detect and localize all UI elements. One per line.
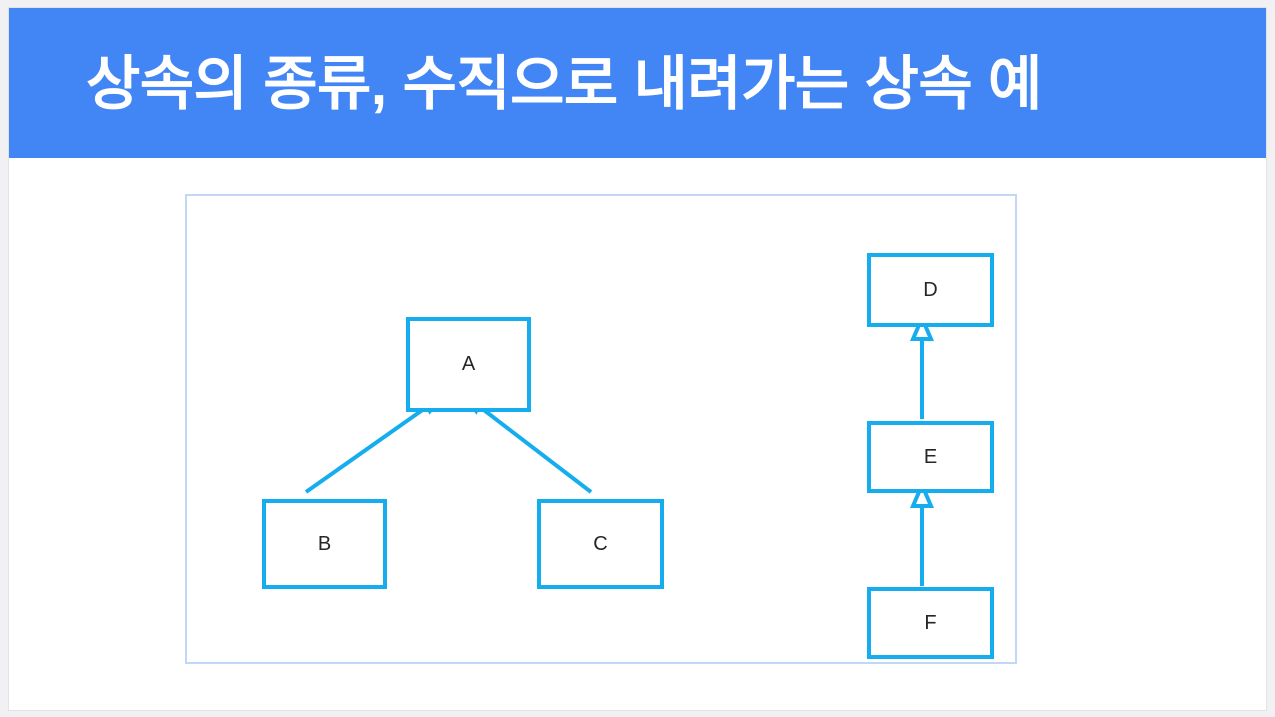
diagram-node-b-label: B xyxy=(317,532,332,555)
diagram-node-f[interactable]: F xyxy=(867,587,994,659)
diagram-node-b[interactable]: B xyxy=(262,499,387,589)
diagram-node-e-label: E xyxy=(923,445,938,468)
diagram-node-c-label: C xyxy=(593,532,608,555)
diagram-node-f-label: F xyxy=(924,611,937,634)
diagram-node-e[interactable]: E xyxy=(867,421,994,493)
diagram-node-d-label: D xyxy=(923,278,938,301)
diagram-node-a[interactable]: A xyxy=(406,317,531,412)
diagram-node-d[interactable]: D xyxy=(867,253,994,327)
page-title: 상속의 종류, 수직으로 내려가는 상속 예 xyxy=(86,51,1042,117)
slide-header-banner: 상속의 종류, 수직으로 내려가는 상속 예 xyxy=(9,8,1266,158)
slide: 상속의 종류, 수직으로 내려가는 상속 예 A B C xyxy=(8,7,1267,711)
diagram-node-c[interactable]: C xyxy=(537,499,664,589)
diagram-node-a-label: A xyxy=(461,353,476,375)
